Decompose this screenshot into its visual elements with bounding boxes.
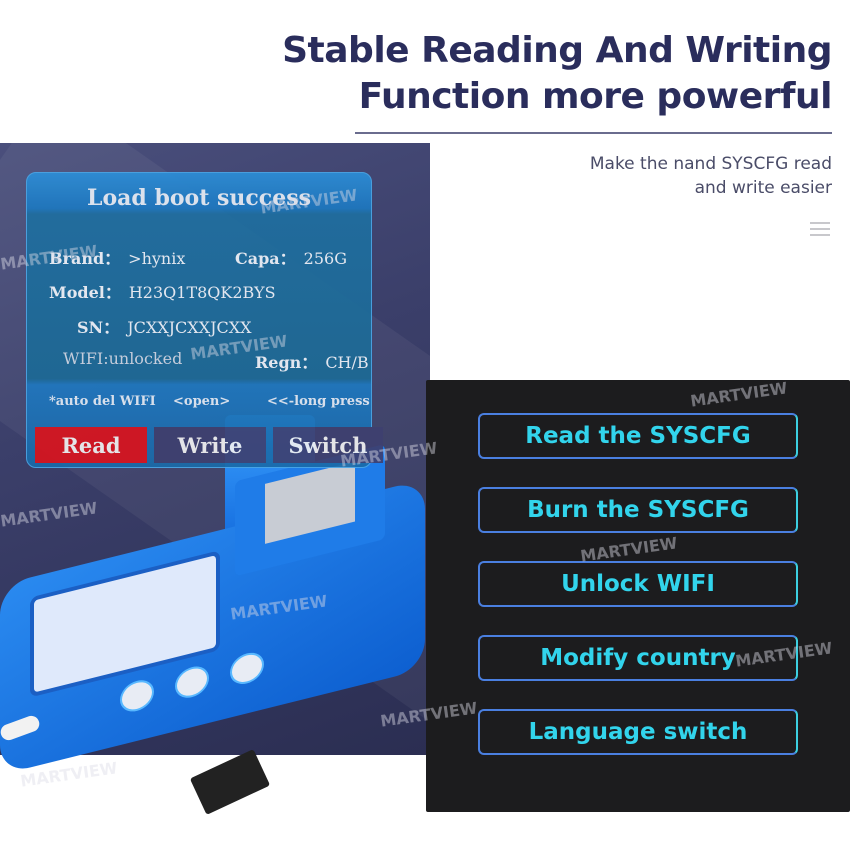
headline: Stable Reading And Writing Function more… — [282, 28, 832, 120]
sn-label: SN： — [77, 318, 120, 337]
feature-menu: Read the SYSCFG Burn the SYSCFG Unlock W… — [426, 380, 850, 812]
brand-value: >hynix — [128, 249, 186, 268]
read-button[interactable]: Read — [35, 427, 147, 463]
device-button-2 — [175, 662, 209, 702]
headline-line1: Stable Reading And Writing — [282, 30, 832, 71]
divider — [355, 132, 832, 134]
brand-label: Brand： — [49, 249, 121, 268]
wifi-status: WIFI:unlocked — [63, 349, 183, 368]
device-button-3 — [230, 649, 264, 688]
regn-label: Regn： — [255, 353, 318, 372]
burn-syscfg-button[interactable]: Burn the SYSCFG — [478, 487, 798, 533]
write-button[interactable]: Write — [154, 427, 266, 463]
subtitle-line2: and write easier — [694, 178, 832, 198]
hint-long-press: <<-long press — [267, 394, 370, 409]
capa-row: Capa： 256G — [235, 245, 347, 269]
subtitle: Make the nand SYSCFG read and write easi… — [590, 152, 832, 200]
hint-open: <open> — [173, 394, 231, 409]
hint-auto-del-wifi: *auto del WIFI — [49, 394, 156, 409]
hamburger-icon[interactable] — [810, 222, 830, 236]
sn-value: JCXXJCXXJCXX — [127, 318, 252, 337]
chip-icon — [265, 461, 355, 544]
model-label: Model： — [49, 283, 121, 302]
switch-button[interactable]: Switch — [273, 427, 383, 463]
read-syscfg-button[interactable]: Read the SYSCFG — [478, 413, 798, 459]
sn-row: SN： JCXXJCXXJCXX — [77, 314, 252, 338]
sd-card — [189, 749, 271, 815]
capa-value: 256G — [303, 249, 347, 268]
language-switch-button[interactable]: Language switch — [478, 709, 798, 755]
brand-row: Brand： >hynix — [49, 245, 185, 269]
regn-row: Regn： CH/B — [255, 349, 369, 373]
modify-country-button[interactable]: Modify country — [478, 635, 798, 681]
screen-zoom-panel: Load boot success Brand： >hynix Capa： 256G… — [26, 172, 383, 468]
model-row: Model： H23Q1T8QK2BYS — [49, 279, 276, 303]
unlock-wifi-button[interactable]: Unlock WIFI — [478, 561, 798, 607]
subtitle-line1: Make the nand SYSCFG read — [589, 154, 832, 174]
capa-label: Capa： — [235, 249, 296, 268]
device-button-1 — [120, 676, 154, 716]
model-value: H23Q1T8QK2BYS — [128, 283, 276, 302]
regn-value: CH/B — [325, 353, 369, 372]
headline-line2: Function more powerful — [358, 76, 833, 117]
panel-title: Load boot success — [87, 185, 311, 211]
